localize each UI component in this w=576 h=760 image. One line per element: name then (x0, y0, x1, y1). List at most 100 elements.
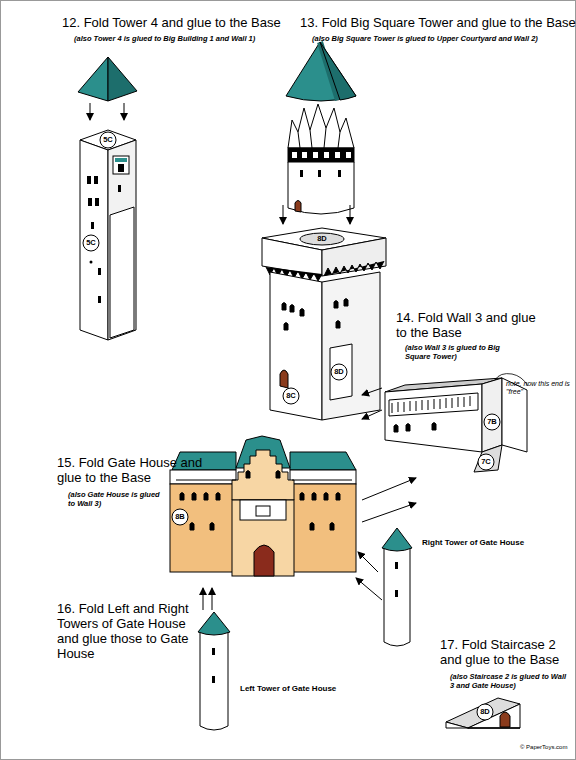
gate-house-part (362, 478, 416, 500)
step-note: (also Big Square Tower is glued to Upper… (312, 35, 574, 44)
big-square-tower-part (335, 152, 340, 158)
left-tower-part (212, 676, 215, 683)
wall-3-part (482, 378, 502, 452)
big-square-tower-part (346, 152, 351, 158)
step-heading: 13. Fold Big Square Tower and glue to th… (300, 16, 576, 31)
gate-house-part (180, 471, 340, 531)
part-name: Left Tower of Gate House (240, 684, 370, 693)
big-square-tower (262, 42, 386, 420)
staircase-2 (446, 698, 520, 728)
big-square-tower-part (350, 205, 351, 224)
big-square-tower-part (280, 370, 288, 388)
big-square-tower-part (338, 170, 341, 177)
big-square-tower-part (286, 42, 356, 101)
big-square-tower-part (288, 104, 354, 148)
big-square-tower-part (322, 238, 386, 276)
tower-4-part (87, 176, 91, 184)
right-tower-part (395, 590, 398, 597)
big-square-tower-part (320, 42, 356, 100)
wall-3-part (362, 410, 382, 419)
gate-house-part (290, 452, 356, 470)
step-heading: 12. Fold Tower 4 and glue to the Base (62, 16, 312, 31)
tower-4-part (115, 158, 127, 162)
tower-4-part (98, 268, 101, 275)
step-note: (also Gate House is glued to Wall 3) (68, 491, 168, 508)
step-note: (also Wall 3 is glued to Big Square Towe… (405, 344, 515, 361)
wall-3-part (385, 384, 482, 452)
gate-house-part (212, 588, 213, 610)
gate-house-part (356, 578, 382, 600)
big-square-tower-part (322, 272, 380, 420)
gate-house-part (176, 480, 352, 481)
left-tower-part (200, 632, 228, 730)
step-note: (also Staircase 2 is glued to Wall 3 and… (450, 673, 570, 690)
callout-number: 5C (79, 238, 103, 248)
tower-4-part (108, 57, 137, 101)
right-tower-part (382, 528, 412, 551)
tower-4-part (90, 261, 93, 264)
gate-house-part (362, 503, 416, 522)
gate-house-part (232, 450, 294, 500)
tower-4-part (94, 176, 98, 184)
big-square-tower-part (292, 152, 297, 158)
big-square-tower-part (288, 148, 354, 162)
gate-house-part (290, 470, 356, 484)
gate-house-part (256, 506, 270, 516)
step-heading: 16. Fold Left and Right Towers of Gate H… (57, 602, 197, 662)
tower-4-part (118, 164, 124, 172)
left-tower-part (212, 648, 215, 655)
tower-4-part (98, 296, 101, 303)
callout-number: 5C (96, 135, 120, 145)
gate-house-part (254, 545, 274, 576)
tower-4-part (124, 103, 125, 120)
right-tower-part (395, 562, 398, 569)
part-name: Right Tower of Gate House (422, 538, 552, 547)
staircase-2-part (446, 698, 520, 728)
big-square-tower-part (295, 201, 301, 213)
big-square-tower-part (283, 205, 284, 224)
tower-4-part (108, 140, 136, 340)
big-square-tower-part (298, 128, 340, 148)
callout-number: 8D (473, 707, 497, 717)
wall-3-part (362, 388, 382, 395)
step-heading: 15. Fold Gate House and glue to the Base (57, 456, 217, 486)
gate-house-part (203, 588, 204, 610)
staircase-2-part (468, 704, 520, 728)
gate-house-part (240, 500, 286, 520)
tower-4-part (90, 103, 91, 120)
big-square-tower-part (302, 152, 307, 158)
tower-4-part (110, 207, 134, 338)
left-tower (198, 612, 230, 730)
big-square-tower-part (324, 152, 329, 158)
tower-4-part (91, 222, 94, 229)
big-square-tower-part (288, 162, 354, 214)
step-heading: 14. Fold Wall 3 and glue to the Base (396, 311, 546, 341)
callout-number: 7B (480, 417, 504, 427)
big-square-tower-part (300, 233, 344, 245)
wall-3-part (392, 396, 470, 413)
gate-house-part (170, 470, 236, 484)
watermark: © PaperToys.com (520, 744, 576, 751)
left-tower-part (198, 612, 230, 635)
callout-number: 8D (310, 234, 334, 244)
wall-3-part (394, 423, 436, 433)
note-text: note, now this end is "free" (506, 380, 572, 396)
wall-3-part (389, 393, 478, 416)
callout-number: 7C (474, 457, 498, 467)
callout-number: 8D (327, 367, 351, 377)
tower-4 (78, 57, 137, 340)
gate-house-part (358, 552, 378, 572)
callout-number: 8C (279, 391, 303, 401)
right-tower (382, 528, 412, 646)
tower-4-part (88, 198, 92, 206)
tower-4-part (78, 57, 108, 101)
big-square-tower-part (270, 272, 322, 420)
big-square-tower-part (300, 170, 303, 177)
right-tower-part (384, 548, 410, 646)
big-square-tower-part (282, 299, 348, 331)
step-note: (also Tower 4 is glued to Big Building 1… (74, 35, 314, 44)
big-square-tower-part (318, 170, 321, 177)
tower-4-part (95, 198, 99, 206)
